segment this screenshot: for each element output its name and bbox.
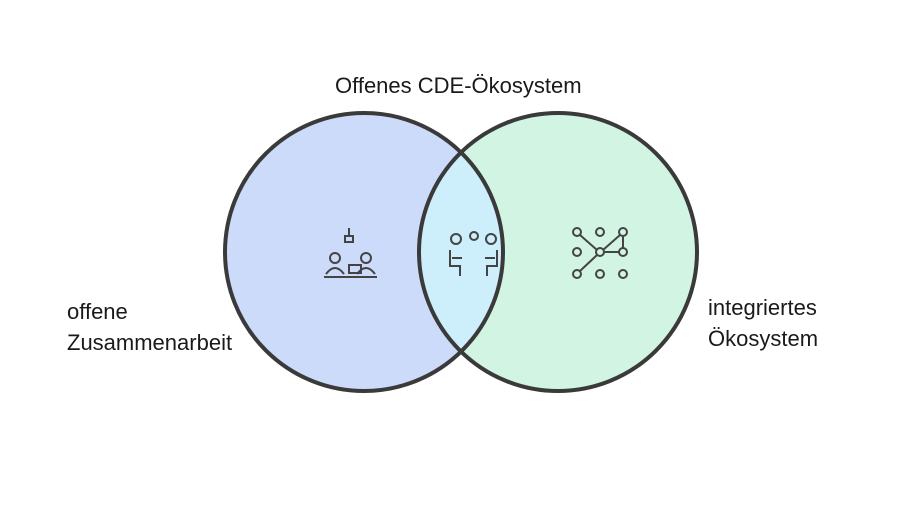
collaboration-people-icon <box>449 231 498 276</box>
left-label-line-2: Zusammenarbeit <box>67 330 233 355</box>
right-label-line-1: integriertes <box>708 295 817 320</box>
right-circle-fill <box>419 113 697 391</box>
meeting-desk-icon <box>324 228 377 278</box>
diagram-title: Offenes CDE-Ökosystem <box>335 73 582 98</box>
right-label-line-2: Ökosystem <box>708 326 819 351</box>
network-nodes-icon <box>572 227 628 279</box>
left-label-line-1: offene <box>67 299 128 324</box>
right-label: integriertes Ökosystem <box>708 292 818 354</box>
left-circle <box>223 111 505 393</box>
right-circle <box>417 111 699 393</box>
left-label: offene Zusammenarbeit <box>67 296 232 358</box>
left-circle-fill <box>225 113 503 391</box>
